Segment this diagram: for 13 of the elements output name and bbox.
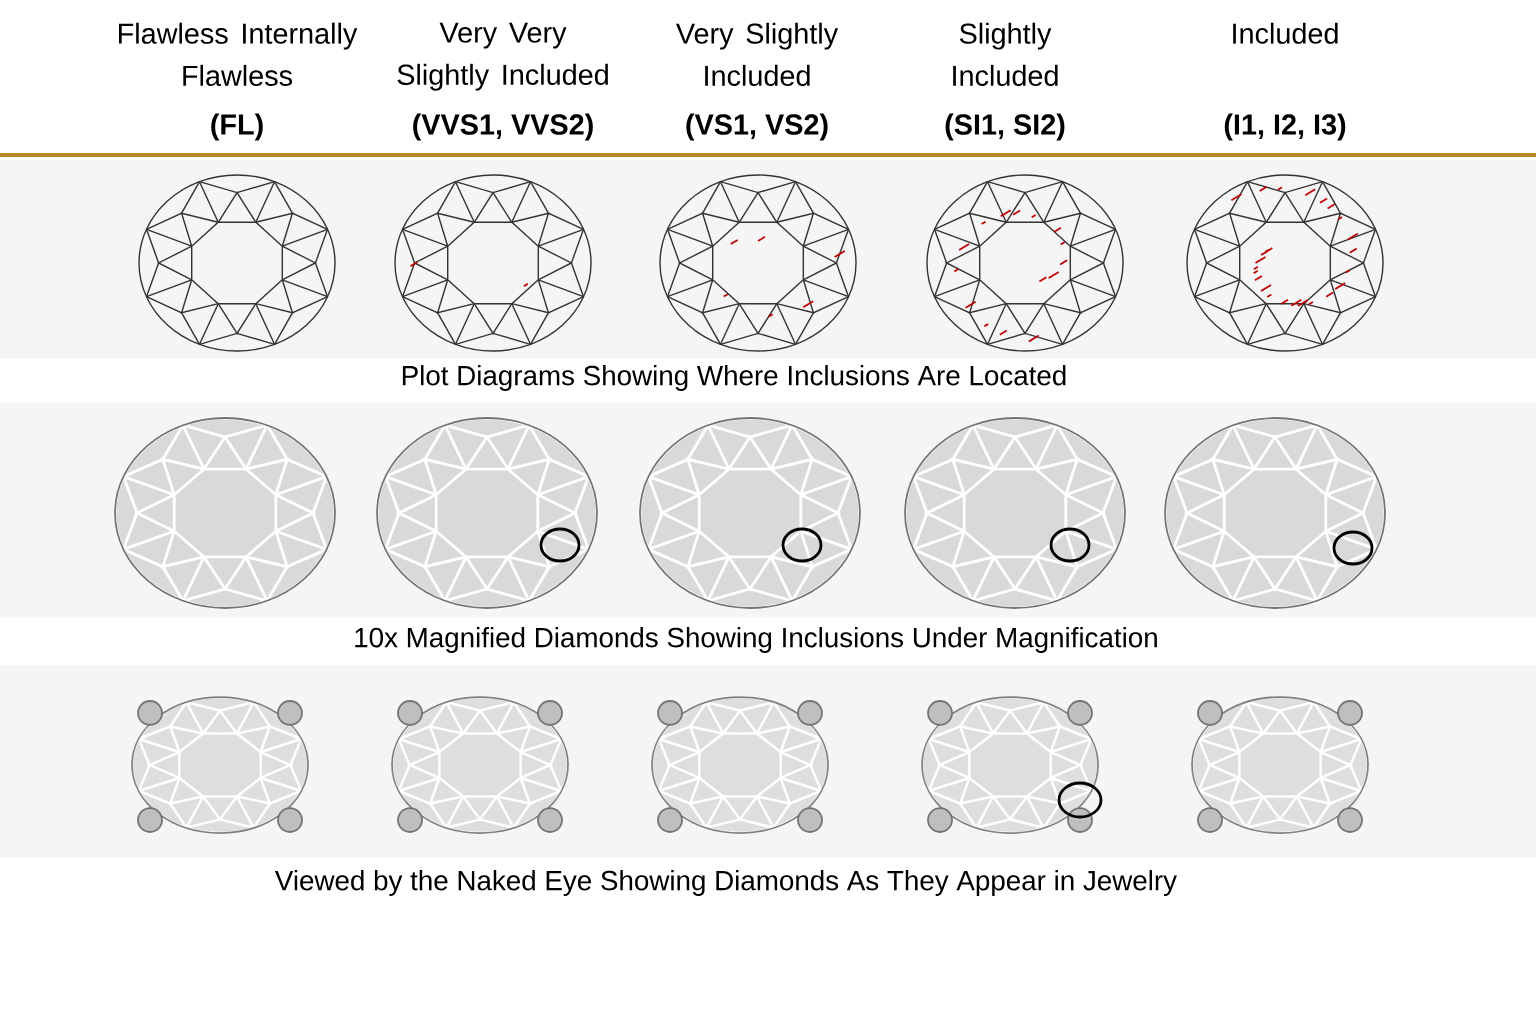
grade-code: (I1, I2, I3) (1224, 113, 1346, 141)
grade-code: (SI1, SI2) (945, 113, 1065, 141)
row-caption: Viewed by the Naked Eye Showing Diamonds As They Appear in Jewelry (274, 870, 1177, 896)
grade-code: (VVS1, VVS2) (413, 113, 593, 141)
row-caption: 10x Magnified Diamonds Showing Inclusions Under Magnification (355, 627, 1157, 653)
column-heading: Slightly Included (953, 22, 1058, 87)
grade-code: (VS1, VS2) (686, 113, 828, 141)
grade-code: (FL) (211, 113, 263, 141)
column-heading: Very Slightly Included (676, 22, 839, 87)
column-heading: Included (1233, 22, 1338, 44)
column-heading: Very Very Slightly Included (397, 22, 608, 91)
row-caption: Plot Diagrams Showing Where Inclusions Are Located (402, 365, 1066, 391)
column-heading: Flawless Internally Flawless (119, 22, 358, 87)
